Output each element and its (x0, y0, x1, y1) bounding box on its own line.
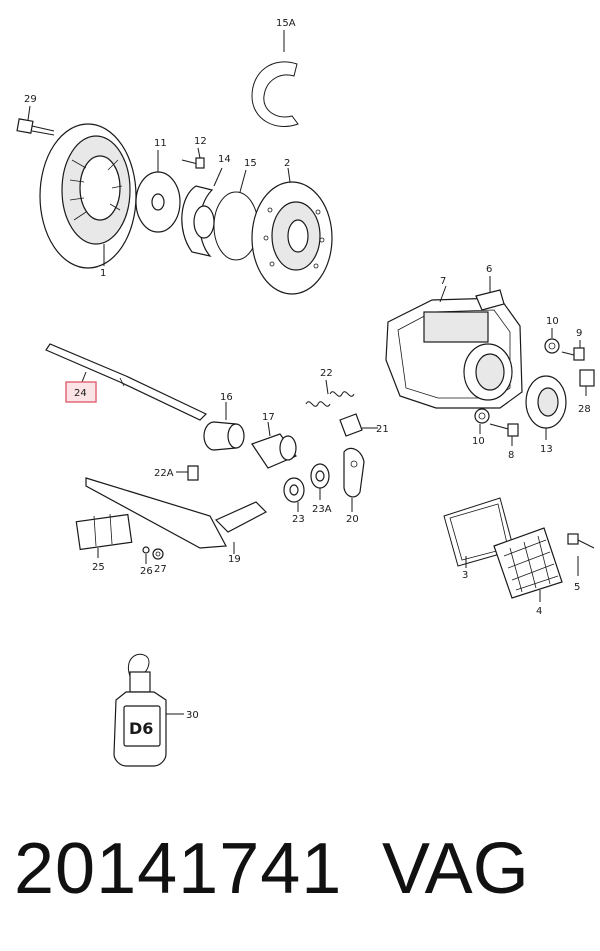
callout-23a: 23A (312, 504, 332, 515)
part-28-nut: 28 (578, 369, 595, 415)
part-30-bottle: D6 30 (113, 653, 199, 767)
callout-3: 3 (462, 570, 468, 581)
callout-5: 5 (574, 582, 580, 593)
callout-21: 21 (376, 424, 389, 435)
callout-25: 25 (92, 562, 105, 573)
callout-24: 24 (74, 388, 87, 399)
part-22a-clip: 22A (154, 465, 199, 481)
part-2-clutch-disc: 2 (251, 158, 333, 295)
callout-24-highlight (65, 381, 97, 403)
part-20-lever: 20 (343, 447, 365, 525)
callout-9: 9 (576, 328, 582, 339)
part-7-gearbox-housing: 7 (385, 276, 523, 409)
callout-8: 8 (508, 450, 514, 461)
part-23a-bushing: 23A (310, 463, 332, 515)
callout-6: 6 (486, 264, 492, 275)
callout-1: 1 (100, 268, 106, 279)
callout-29: 29 (24, 94, 37, 105)
callout-10-upper: 10 (546, 316, 559, 327)
part-4-cover: 4 (493, 527, 563, 617)
callout-22: 22 (320, 368, 333, 379)
part-5-bolt: 5 (567, 533, 595, 593)
part-8-bolt: 8 (489, 423, 519, 461)
part-9-bolt: 9 (561, 328, 585, 361)
brand-label: VAG (382, 829, 529, 909)
callout-11: 11 (154, 138, 167, 149)
callout-17: 17 (262, 412, 275, 423)
part-17-sleeve: 17 (251, 412, 297, 469)
callout-26: 26 (140, 566, 153, 577)
callout-12: 12 (194, 136, 207, 147)
part-19-release-fork: 19 (85, 477, 268, 565)
part-15-ring: 15 (213, 158, 259, 261)
callout-27: 27 (154, 564, 167, 575)
part-10-washer-upper: 10 (544, 316, 560, 354)
part-12-bolt: 12 (181, 136, 207, 169)
bottle-label: D6 (129, 719, 153, 738)
part-number: 20141741 (14, 829, 343, 909)
part-6-housing-cover: 6 (475, 264, 505, 311)
callout-16: 16 (220, 392, 233, 403)
part-21-clip: 21 (339, 413, 389, 437)
callout-7: 7 (440, 276, 446, 287)
callout-2: 2 (284, 158, 290, 169)
part-23-bushing: 23 (283, 477, 305, 525)
part-11-disc: 11 (135, 138, 181, 233)
callout-22a: 22A (154, 468, 174, 479)
part-27-nut: 27 (152, 548, 167, 575)
part-13-flange: 13 (525, 375, 567, 455)
part-16-bearing: 16 (203, 392, 245, 451)
part-22-springs: 22 (305, 368, 355, 407)
callout-20: 20 (346, 514, 359, 525)
footer: 20141741 VAG (0, 828, 600, 938)
callout-13: 13 (540, 444, 553, 455)
part-29-bolt: 29 (16, 94, 55, 136)
part-25-clip: 25 (75, 513, 133, 573)
part-1-pressure-plate: 1 (39, 123, 137, 279)
callout-23: 23 (292, 514, 305, 525)
callout-28: 28 (578, 404, 591, 415)
callout-19: 19 (228, 554, 241, 565)
callout-15a: 15A (276, 18, 296, 29)
exploded-parts-diagram: 15A 29 1 11 12 (16, 18, 595, 767)
callout-14: 14 (218, 154, 231, 165)
part-10-washer-lower: 10 (472, 408, 490, 447)
callout-30: 30 (186, 710, 199, 721)
part-15a-circlip: 15A (251, 18, 299, 127)
part-14-release-plate: 14 (181, 154, 231, 257)
part-26-pin: 26 (140, 546, 153, 577)
callout-10-lower: 10 (472, 436, 485, 447)
callout-4: 4 (536, 606, 542, 617)
callout-15: 15 (244, 158, 257, 169)
part-24-shaft: 24 (45, 343, 208, 421)
